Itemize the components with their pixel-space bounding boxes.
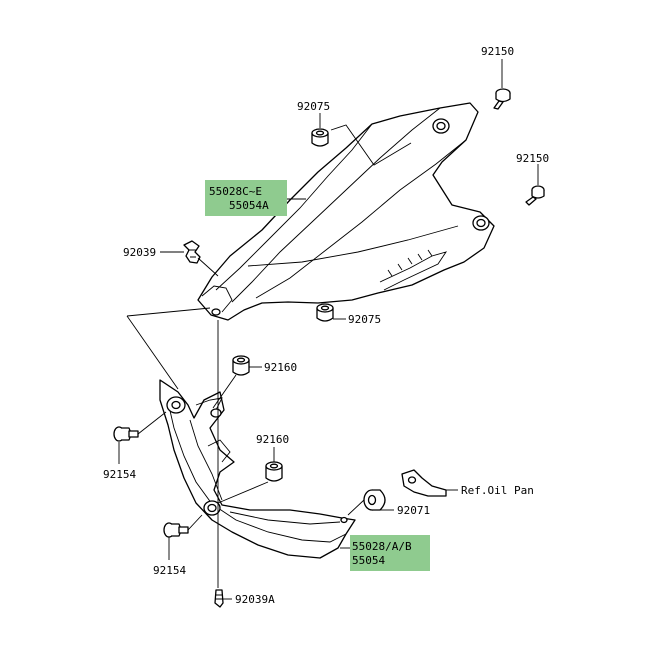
label-55054: 55054	[352, 554, 385, 567]
bolt-92150-right	[525, 185, 545, 206]
lower-part-highlight	[350, 535, 430, 571]
upper-cowl-panel	[197, 102, 495, 321]
label-92150-right: 92150	[516, 152, 549, 165]
label-92039: 92039	[123, 246, 156, 259]
label-92154-upper: 92154	[103, 468, 136, 481]
label-92075-lower: 92075	[348, 313, 381, 326]
grommet-92071	[363, 489, 386, 511]
leader-lines	[118, 59, 539, 600]
label-55028c-e: 55028C~E	[209, 185, 262, 198]
bolt-92154-lower	[163, 522, 189, 538]
grommet-92160-lower	[265, 461, 283, 482]
label-92154-lower: 92154	[153, 564, 186, 577]
clip-92039a	[214, 589, 224, 608]
label-92160-lower: 92160	[256, 433, 289, 446]
label-55028-a-b: 55028/A/B	[352, 540, 412, 553]
label-55054a: 55054A	[229, 199, 269, 212]
label-92075-upper: 92075	[297, 100, 330, 113]
grommet-92160-upper	[232, 355, 250, 376]
label-92039a: 92039A	[235, 593, 275, 606]
lower-cowl-panel	[159, 379, 356, 559]
bolt-92154-upper	[113, 426, 139, 442]
grommet-92075-upper	[311, 128, 329, 147]
label-92071: 92071	[397, 504, 430, 517]
cowl-part-highlight	[205, 180, 287, 216]
label-92160-upper: 92160	[264, 361, 297, 374]
bolt-92150-top	[493, 88, 511, 110]
grommet-92075-lower	[316, 303, 334, 322]
label-92150-top: 92150	[481, 45, 514, 58]
clip-92039	[183, 240, 201, 264]
label-ref-oil-pan: Ref.Oil Pan	[461, 484, 534, 497]
oil-pan-bracket	[401, 469, 447, 497]
